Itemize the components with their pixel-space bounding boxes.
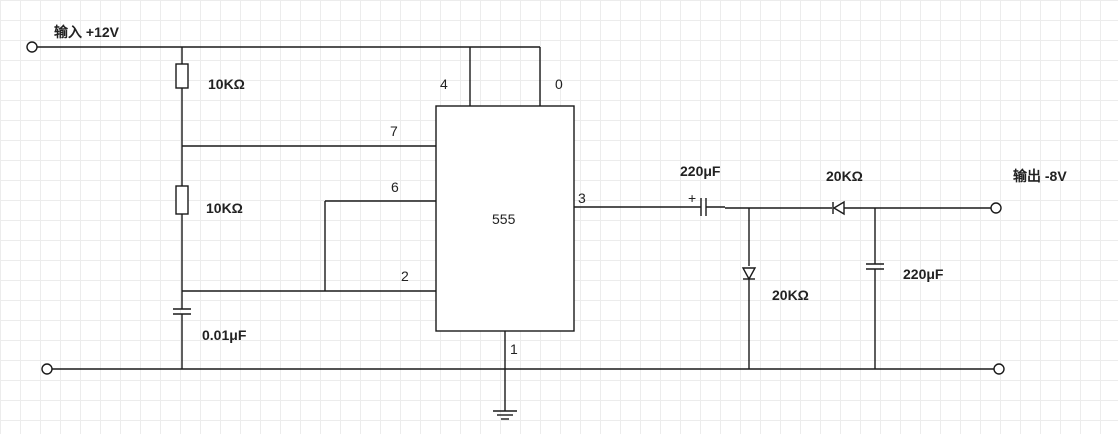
pin-0-label: 0 — [555, 76, 563, 92]
ground-terminal-right[interactable] — [993, 363, 1005, 375]
output-label: 输出 -8V — [1013, 168, 1067, 184]
chip-label: 555 — [492, 211, 516, 227]
series-diode-icon — [832, 200, 845, 216]
pin-wires — [182, 145, 436, 292]
coupling-capacitor — [700, 198, 707, 216]
r2-label: 10KΩ — [206, 200, 243, 216]
shunt-diode-icon — [741, 267, 757, 281]
pin-7-label: 7 — [390, 123, 398, 139]
chip-555 — [435, 105, 575, 332]
ground-connection — [493, 331, 517, 420]
resistor-r1 — [175, 63, 189, 89]
timing-network — [173, 47, 191, 369]
pin-2-label: 2 — [401, 268, 409, 284]
output-capacitor — [866, 263, 884, 270]
polarity-plus-label: + — [688, 190, 696, 206]
ground-icon — [493, 410, 517, 420]
input-label: 输入 +12V — [54, 24, 120, 40]
pin-1-label: 1 — [510, 341, 518, 357]
shunt-diode-label: 20KΩ — [772, 287, 809, 303]
ground-terminal-left[interactable] — [41, 363, 53, 375]
timing-capacitor-label: 0.01μF — [202, 327, 247, 343]
timing-capacitor — [173, 308, 191, 315]
output-stage — [574, 198, 1002, 369]
output-capacitor-label: 220μF — [903, 266, 944, 282]
output-terminal[interactable] — [990, 202, 1002, 214]
r1-label: 10KΩ — [208, 76, 245, 92]
reset-vcc-wiring — [469, 47, 541, 106]
input-terminal[interactable] — [26, 41, 38, 53]
pin-4-label: 4 — [440, 76, 448, 92]
series-diode-label: 20KΩ — [826, 168, 863, 184]
input-rail — [26, 41, 540, 53]
coupling-capacitor-label: 220μF — [680, 163, 721, 179]
pin-3-label: 3 — [578, 190, 586, 206]
resistor-r2 — [175, 185, 189, 215]
ground-rail — [41, 363, 1005, 375]
pin-6-label: 6 — [391, 179, 399, 195]
